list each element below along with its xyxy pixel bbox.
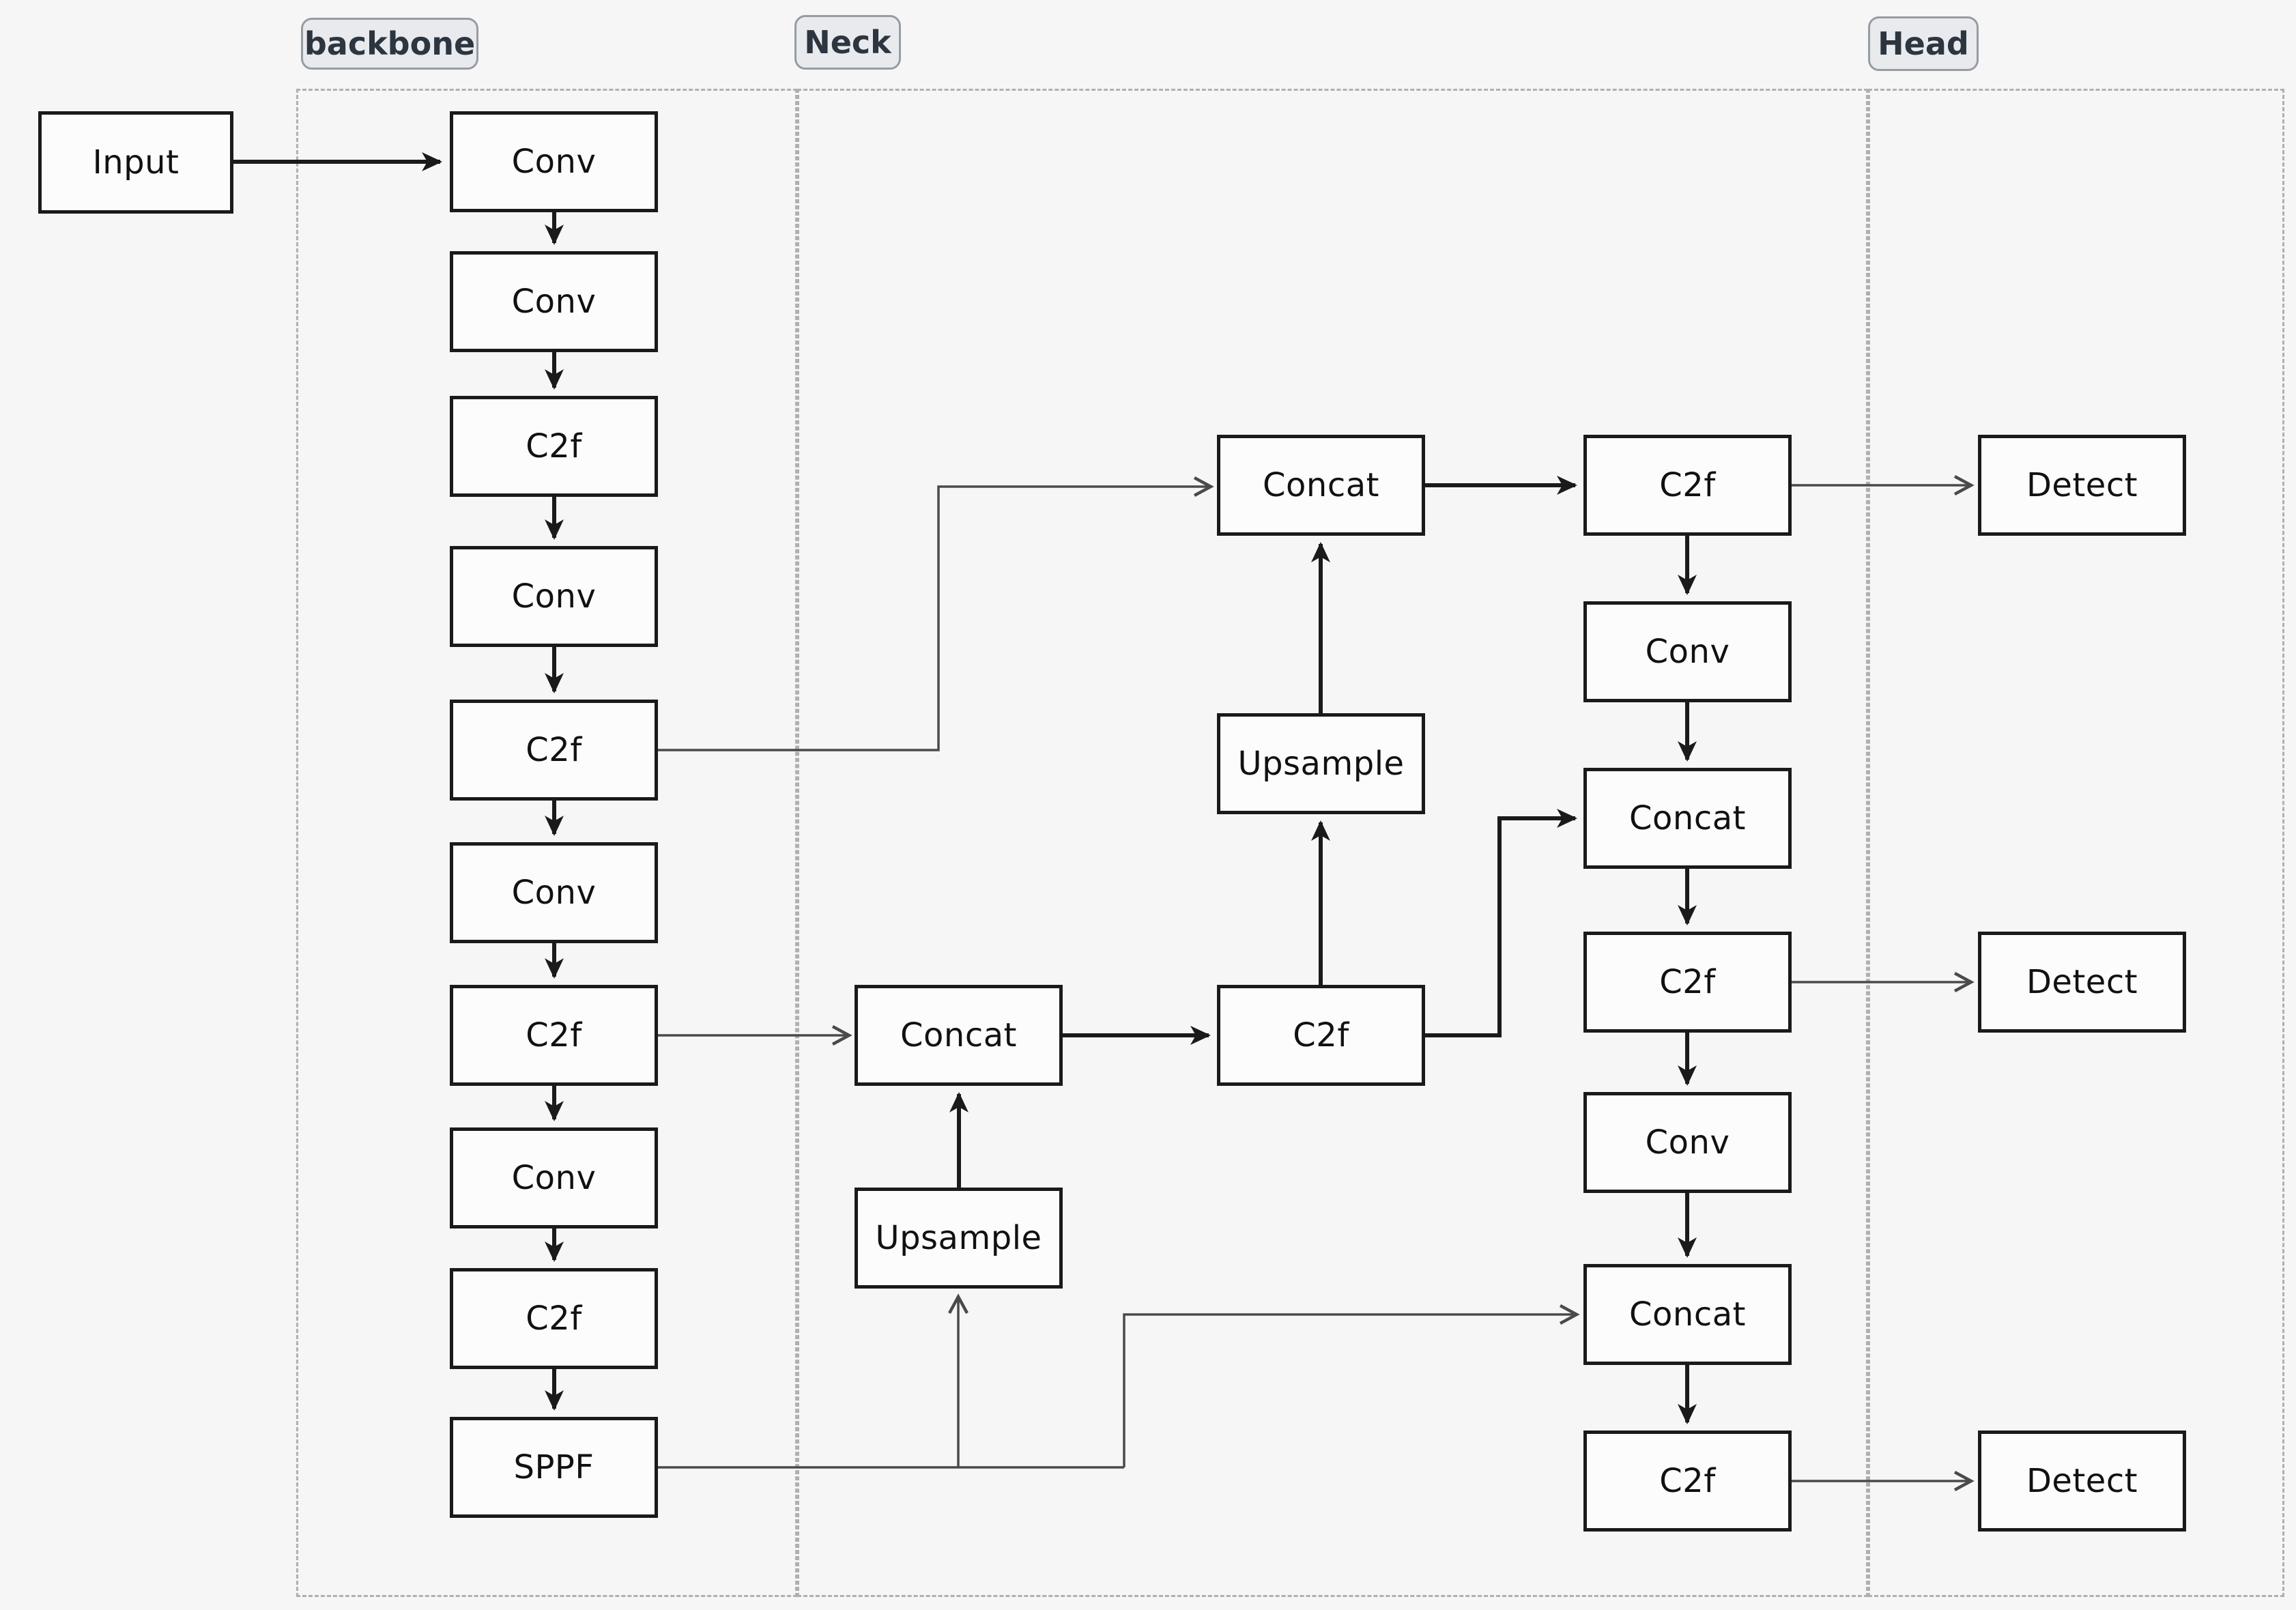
region-head	[1868, 89, 2284, 1597]
node-backbone-conv-5: Conv	[450, 1127, 658, 1228]
region-label-neck: Neck	[794, 15, 901, 70]
node-backbone-conv-4: Conv	[450, 842, 658, 943]
node-head-c2f-1: C2f	[1583, 435, 1792, 536]
node-backbone-c2f-1: C2f	[450, 396, 658, 497]
region-neck	[797, 89, 1868, 1597]
node-head-concat-2: Concat	[1583, 768, 1792, 869]
node-backbone-c2f-3: C2f	[450, 985, 658, 1086]
node-backbone-conv-3: Conv	[450, 546, 658, 647]
node-backbone-conv-1: Conv	[450, 111, 658, 212]
node-head-c2f-3: C2f	[1583, 1431, 1792, 1532]
node-head-conv-1: Conv	[1583, 601, 1792, 702]
node-neck-concat-top: Concat	[1217, 435, 1425, 536]
node-backbone-c2f-2: C2f	[450, 700, 658, 801]
node-head-concat-3: Concat	[1583, 1264, 1792, 1365]
region-label-head: Head	[1868, 16, 1979, 71]
node-detect-1: Detect	[1978, 435, 2186, 536]
region-label-backbone: backbone	[301, 18, 478, 70]
node-detect-3: Detect	[1978, 1431, 2186, 1532]
node-backbone-conv-2: Conv	[450, 251, 658, 352]
node-neck-upsample-mid: Upsample	[855, 1188, 1063, 1289]
node-detect-2: Detect	[1978, 932, 2186, 1033]
node-head-conv-2: Conv	[1583, 1092, 1792, 1193]
edge-backbone-c2f5-to-concattop	[658, 476, 1214, 751]
node-backbone-c2f-4: C2f	[450, 1268, 658, 1369]
node-head-c2f-2: C2f	[1583, 932, 1792, 1033]
node-input: Input	[38, 111, 233, 214]
node-neck-upsample-top: Upsample	[1217, 713, 1425, 814]
edge-c2fmid-to-headconcat2	[1425, 809, 1577, 1037]
node-backbone-sppf: SPPF	[450, 1417, 658, 1518]
node-neck-c2f-mid: C2f	[1217, 985, 1425, 1086]
region-backbone	[296, 89, 797, 1597]
edge-sppf-to-headconcat3	[1123, 1304, 1580, 1467]
node-neck-concat-mid: Concat	[855, 985, 1063, 1086]
